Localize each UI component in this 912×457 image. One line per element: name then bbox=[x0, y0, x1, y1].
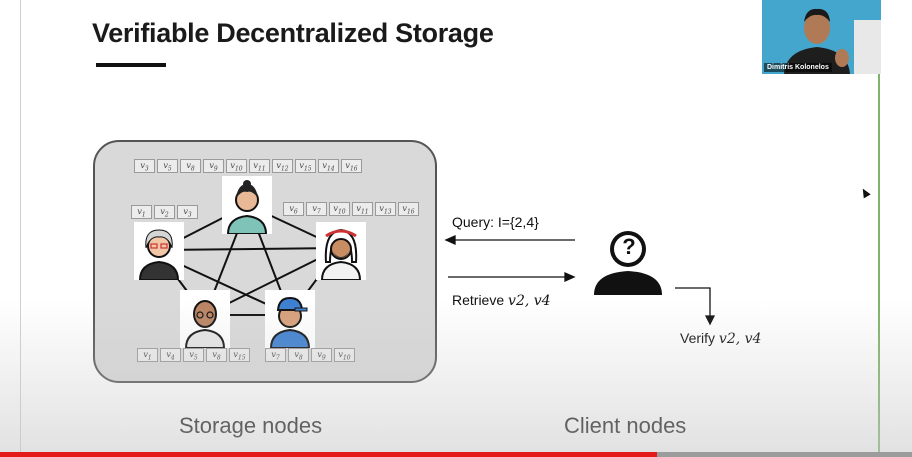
person-icon bbox=[184, 300, 226, 349]
verify-arrow bbox=[675, 287, 711, 318]
verify-label: Verify v2, v4 bbox=[680, 330, 761, 347]
anonymous-user-icon bbox=[594, 231, 662, 295]
title-underline bbox=[96, 63, 166, 67]
question-mark: ? bbox=[622, 234, 636, 259]
video-progress-fill bbox=[0, 452, 657, 457]
storage-node-avatar-man-keffiyeh bbox=[316, 222, 366, 281]
presenter-webcam: Dimitris Kolonelos bbox=[762, 0, 881, 74]
data-block: v15 bbox=[229, 348, 250, 362]
data-block: v8 bbox=[180, 159, 201, 173]
retrieve-arrowhead bbox=[564, 271, 576, 283]
data-block: v11 bbox=[352, 202, 373, 216]
presenter-name: Dimitris Kolonelos bbox=[764, 63, 832, 72]
video-progress-bar[interactable] bbox=[0, 452, 912, 457]
data-block: v3 bbox=[177, 205, 198, 219]
query-label: Query: I={2,4} bbox=[452, 214, 539, 230]
storage-node-avatar-bald-man bbox=[180, 290, 230, 349]
data-block: v1 bbox=[137, 348, 158, 362]
client-nodes-label: Client nodes bbox=[564, 413, 687, 438]
retrieve-variables: v2, v4 bbox=[508, 293, 551, 309]
data-block: v11 bbox=[249, 159, 270, 173]
person-icon bbox=[138, 229, 180, 281]
storage-node-avatar-grandma bbox=[134, 222, 184, 281]
slide-title: Verifiable Decentralized Storage bbox=[92, 18, 494, 48]
retrieve-text: Retrieve bbox=[452, 292, 505, 308]
right-divider bbox=[878, 70, 880, 457]
data-block: v16 bbox=[341, 159, 362, 173]
edge bbox=[159, 247, 341, 251]
data-block: v5 bbox=[157, 159, 178, 173]
storage-node-avatar-cap-man bbox=[265, 290, 315, 349]
data-block: v8 bbox=[288, 348, 309, 362]
retrieve-label: Retrieve v2, v4 bbox=[452, 292, 551, 309]
query-arrowhead bbox=[444, 234, 456, 246]
data-block: v10 bbox=[334, 348, 355, 362]
verify-arrowhead bbox=[704, 315, 716, 326]
client-node-avatar: ? bbox=[590, 225, 666, 297]
data-block: v12 bbox=[272, 159, 293, 173]
data-block: v3 bbox=[134, 159, 155, 173]
storage-node-avatar-woman bbox=[222, 176, 272, 235]
verify-text: Verify bbox=[680, 330, 716, 346]
left-divider bbox=[20, 0, 21, 457]
data-block: v5 bbox=[183, 348, 204, 362]
data-block: v13 bbox=[375, 202, 396, 216]
data-block: v2 bbox=[154, 205, 175, 219]
data-block: v6 bbox=[283, 202, 304, 216]
data-block: v8 bbox=[206, 348, 227, 362]
data-block: v9 bbox=[311, 348, 332, 362]
storage-nodes-label: Storage nodes bbox=[179, 413, 323, 438]
data-block: v9 bbox=[203, 159, 224, 173]
data-block: v4 bbox=[160, 348, 181, 362]
data-block: v7 bbox=[306, 202, 327, 216]
data-block: v10 bbox=[226, 159, 247, 173]
presenter-icon bbox=[762, 0, 881, 74]
data-block: v1 bbox=[131, 205, 152, 219]
data-block: v7 bbox=[265, 348, 286, 362]
person-icon bbox=[320, 228, 362, 281]
data-block: v10 bbox=[329, 202, 350, 216]
data-block: v16 bbox=[398, 202, 419, 216]
verify-variables: v2, v4 bbox=[718, 331, 762, 347]
data-block: v15 bbox=[295, 159, 316, 173]
person-icon bbox=[226, 180, 268, 235]
data-block: v14 bbox=[318, 159, 339, 173]
person-icon bbox=[269, 296, 311, 349]
